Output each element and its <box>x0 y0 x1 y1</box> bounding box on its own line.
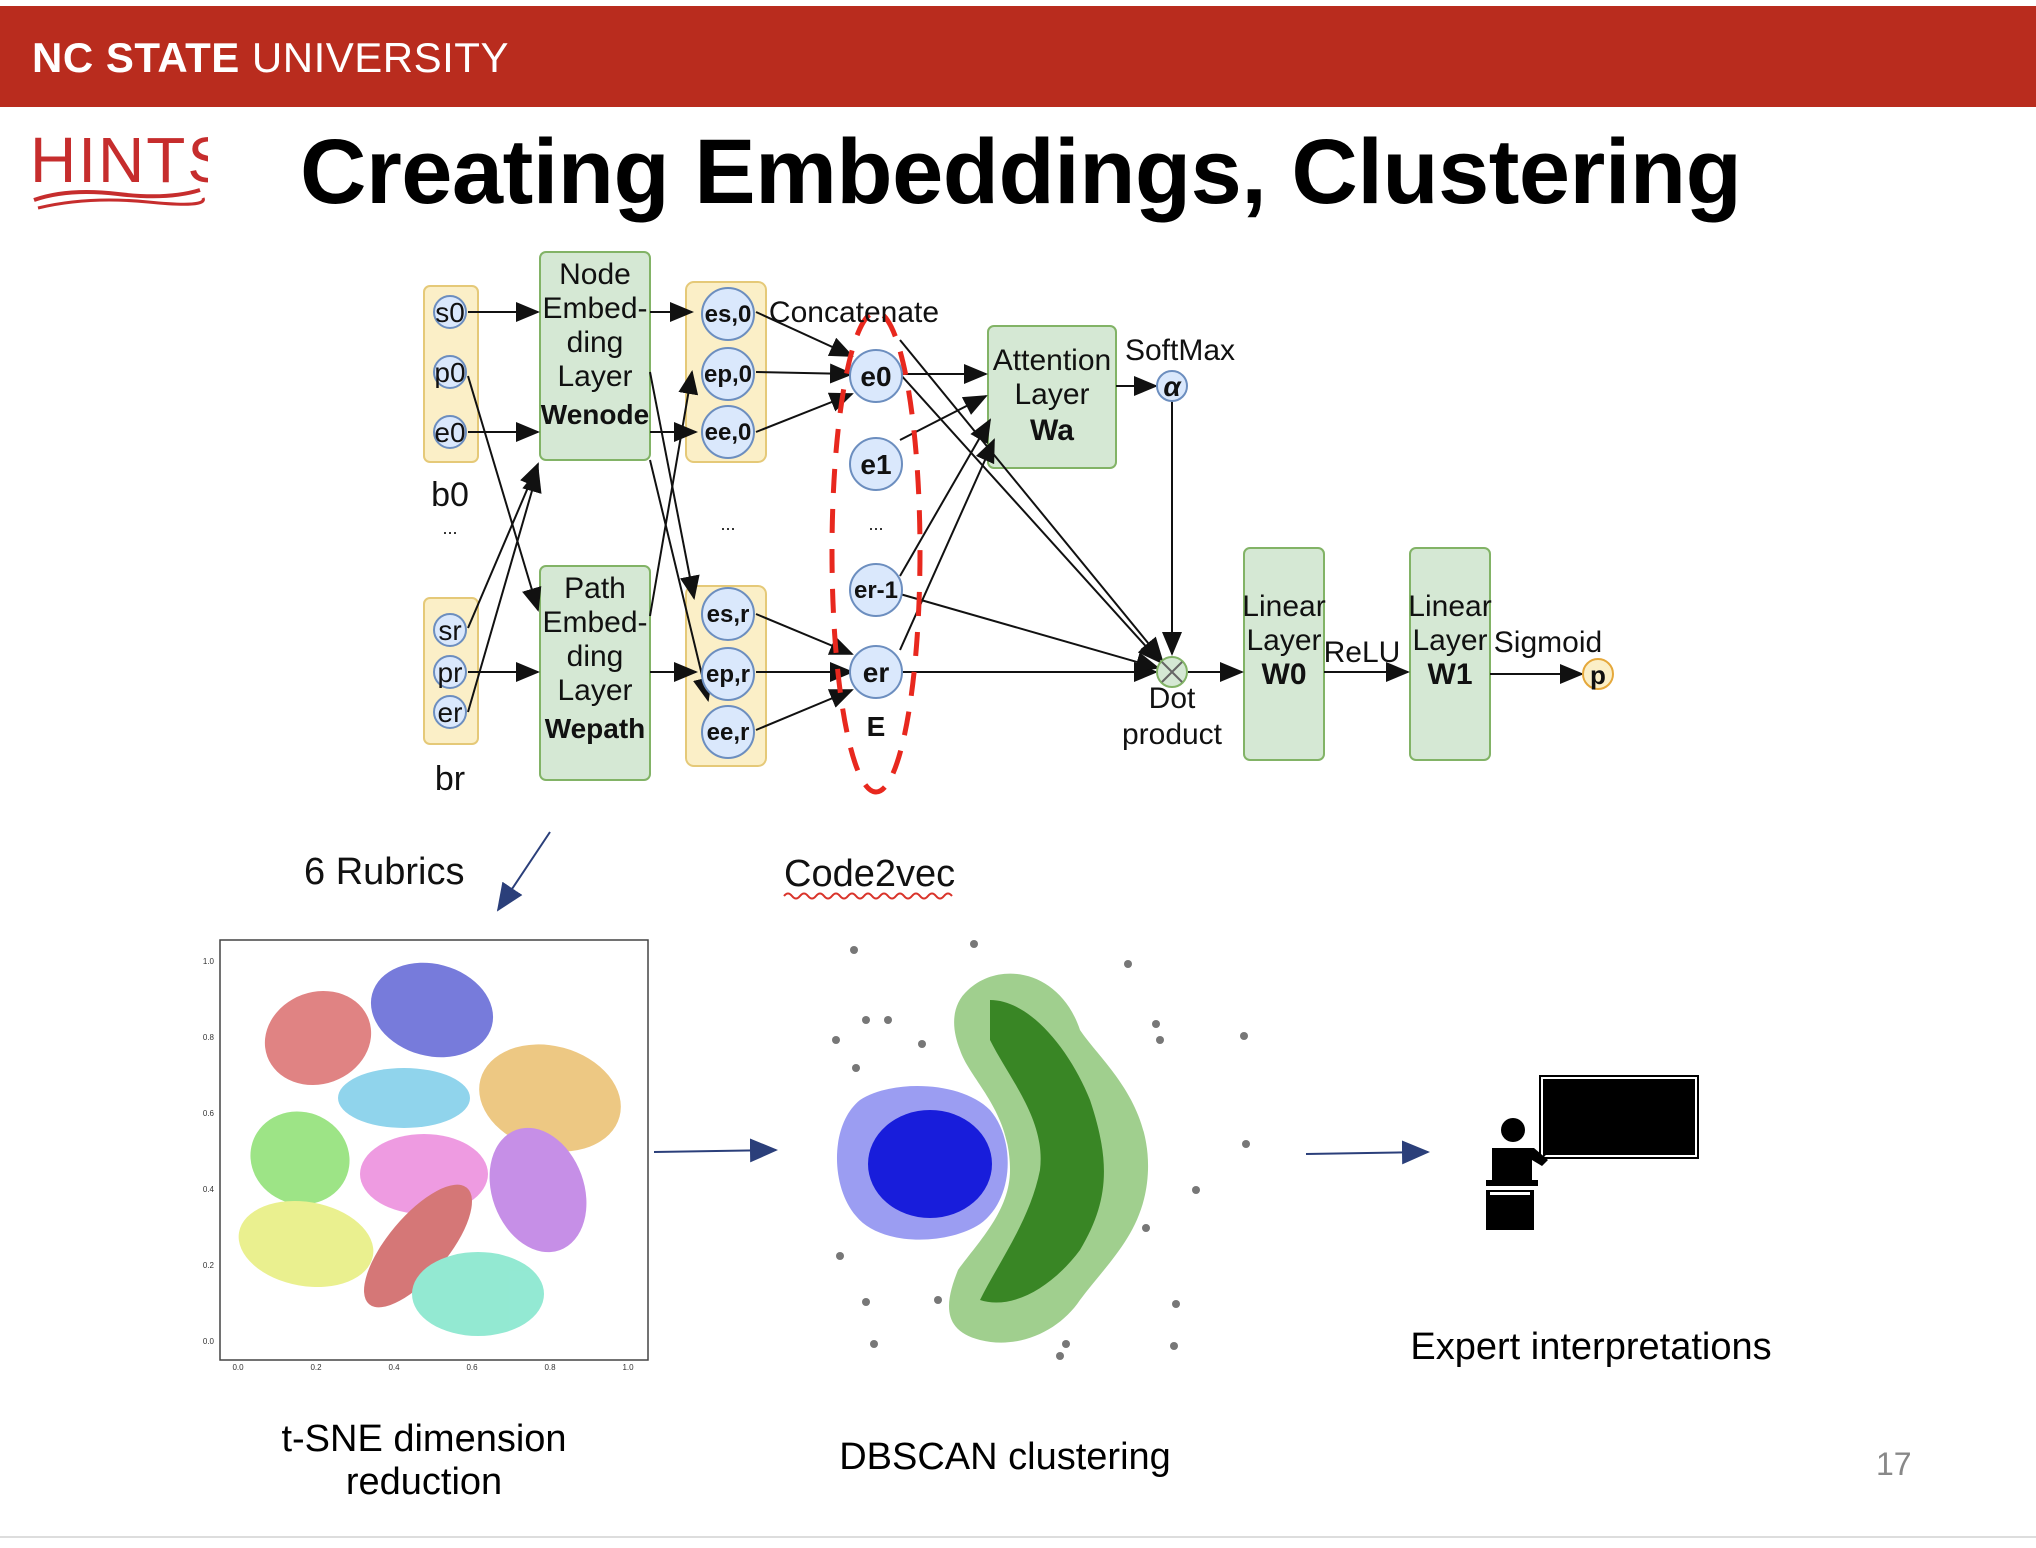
path-layer-line: Path <box>564 572 626 605</box>
expert-caption: Expert interpretations <box>1410 1326 1772 1368</box>
tsne-y-tick: 0.2 <box>203 1261 215 1270</box>
dbscan-plot <box>832 940 1250 1360</box>
concat-er-1: er-1 <box>854 577 898 604</box>
concat-er: er <box>863 657 890 688</box>
node-layer-line: ding <box>567 326 624 359</box>
node-layer-line: Embed- <box>542 292 647 325</box>
tsne-x-tick: 0.8 <box>544 1363 556 1372</box>
university-logo: NC STATE UNIVERSITY <box>32 34 509 81</box>
tsne-caption-line: t-SNE dimension <box>281 1418 567 1460</box>
tsne-y-tick: 0.4 <box>203 1185 215 1194</box>
node-layer-line: Node <box>559 258 631 291</box>
sigmoid-label: Sigmoid <box>1494 626 1602 659</box>
input-e0: e0 <box>434 417 465 448</box>
path-layer-weight: Wepath <box>545 713 646 744</box>
linear0-line: Linear <box>1242 590 1325 623</box>
output-p: p <box>1590 660 1606 690</box>
tsne-caption: t-SNE dimension reduction <box>264 1418 584 1504</box>
ellipsis-E: ... <box>868 514 883 534</box>
input-sr: sr <box>438 615 461 646</box>
attention-layer-line: Layer <box>1014 378 1089 411</box>
embedding-esr: es,r <box>707 601 750 628</box>
embedding-eer: ee,r <box>707 719 750 746</box>
linear0-line: Layer <box>1246 624 1321 657</box>
embedding-es0: es,0 <box>705 301 752 328</box>
linear1-line: Linear <box>1408 590 1491 623</box>
linear1-weight: W1 <box>1428 658 1473 691</box>
attention-layer-line: Attention <box>993 344 1111 377</box>
embedding-epr: ep,r <box>706 661 750 688</box>
code2vec-label: Code2vec <box>784 853 955 895</box>
tsne-plot: 1.0 0.8 0.6 0.4 0.2 0.0 0.0 0.2 0.4 0.6 … <box>203 939 649 1372</box>
slide-bottom-border <box>0 1536 2036 1538</box>
input-pr: pr <box>438 657 463 688</box>
linear0-weight: W0 <box>1262 658 1307 691</box>
dbscan-caption: DBSCAN clustering <box>839 1436 1171 1478</box>
ellipsis-mid: ... <box>720 514 735 534</box>
path-layer-line: Layer <box>557 674 632 707</box>
rubrics-label: 6 Rubrics <box>304 851 465 893</box>
embedding-ee0: ee,0 <box>705 419 752 446</box>
tsne-x-tick: 0.2 <box>310 1363 322 1372</box>
concatenate-label: Concatenate <box>769 296 939 329</box>
embedding-ep0: ep,0 <box>704 361 752 388</box>
concat-e0: e0 <box>860 361 891 392</box>
dot-product-label: Dot <box>1149 682 1196 715</box>
tsne-y-tick: 0.6 <box>203 1109 215 1118</box>
page-number: 17 <box>1876 1446 1912 1482</box>
node-layer-weight: Wenode <box>541 399 649 430</box>
input-p0: p0 <box>434 357 465 388</box>
relu-label: ReLU <box>1324 636 1401 669</box>
linear1-line: Layer <box>1412 624 1487 657</box>
br-label: br <box>435 760 465 798</box>
tsne-x-tick: 0.4 <box>388 1363 400 1372</box>
concat-E-label: E <box>867 711 886 742</box>
tsne-x-tick: 0.0 <box>232 1363 244 1372</box>
tsne-y-tick: 0.8 <box>203 1033 215 1042</box>
tsne-caption-line: reduction <box>345 1461 503 1503</box>
hints-logo: HINTS <box>30 124 208 210</box>
ellipsis-left: ... <box>442 518 457 538</box>
tsne-x-tick: 0.6 <box>466 1363 478 1372</box>
b0-label: b0 <box>431 476 469 514</box>
dot-product-label: product <box>1122 718 1223 751</box>
tsne-y-tick: 1.0 <box>203 957 215 966</box>
university-header-bar <box>0 6 2036 107</box>
attention-layer-weight: Wa <box>1030 414 1074 447</box>
teacher-icon <box>1486 1075 1699 1230</box>
hints-logo-text: HINTS <box>30 124 208 196</box>
alpha-symbol: α <box>1163 371 1182 402</box>
path-layer-line: ding <box>567 640 624 673</box>
tsne-y-tick: 0.0 <box>203 1337 215 1346</box>
slide-title: Creating Embeddings, Clustering <box>300 121 1742 223</box>
path-layer-line: Embed- <box>542 606 647 639</box>
input-er: er <box>438 697 463 728</box>
softmax-label: SoftMax <box>1125 334 1235 367</box>
concat-e1: e1 <box>860 449 891 480</box>
input-s0: s0 <box>435 297 465 328</box>
node-layer-line: Layer <box>557 360 632 393</box>
tsne-x-tick: 1.0 <box>622 1363 634 1372</box>
concatenation-highlight <box>829 309 923 795</box>
